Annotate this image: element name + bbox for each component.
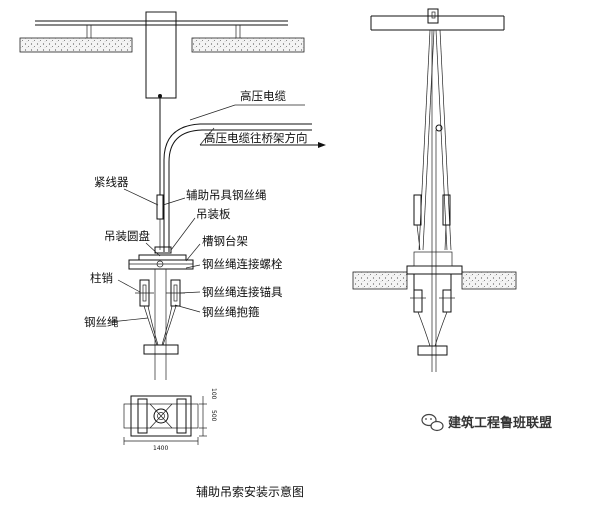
label-bolt: 钢丝绳连接螺栓 [202, 257, 283, 271]
dim-h1: 100 [210, 388, 217, 400]
left-ceiling-slab-left [19, 37, 133, 53]
label-pin: 柱销 [90, 271, 113, 285]
figure-caption: 辅助吊索安装示意图 [196, 484, 304, 499]
label-tensioner: 紧线器 [94, 175, 129, 189]
left-elevation-view [19, 11, 326, 380]
dim-width: 1400 [153, 445, 168, 452]
right-ground-slab-right [461, 271, 517, 290]
label-lifting-plate: 吊装板 [196, 207, 231, 221]
plan-view: 1400 100 500 [123, 388, 217, 452]
label-hv-cable: 高压电缆 [240, 89, 286, 103]
label-channel-frame: 槽钢台架 [202, 234, 248, 248]
watermark-text: 建筑工程鲁班联盟 [448, 415, 552, 431]
watermark: 建筑工程鲁班联盟 [421, 413, 552, 432]
label-aux-rope: 辅助吊具钢丝绳 [186, 188, 267, 202]
left-ceiling-slab-right [191, 37, 305, 53]
label-wire-rope: 钢丝绳 [84, 315, 119, 329]
left-view-labels: 高压电缆 高压电缆往桥架方向 紧线器 辅助吊具钢丝绳 吊装板 吊装圆盘 槽钢台架… [84, 89, 308, 329]
label-lifting-disc: 吊装圆盘 [104, 229, 150, 243]
right-ground-slab-left [352, 271, 408, 290]
label-anchor: 钢丝绳连接锚具 [202, 285, 283, 299]
label-hv-cable-direction: 高压电缆往桥架方向 [204, 131, 308, 145]
label-clamp: 钢丝绳抱箍 [202, 305, 260, 319]
dim-h2: 500 [210, 410, 217, 422]
wechat-icon [421, 413, 444, 432]
right-side-view [352, 8, 517, 372]
